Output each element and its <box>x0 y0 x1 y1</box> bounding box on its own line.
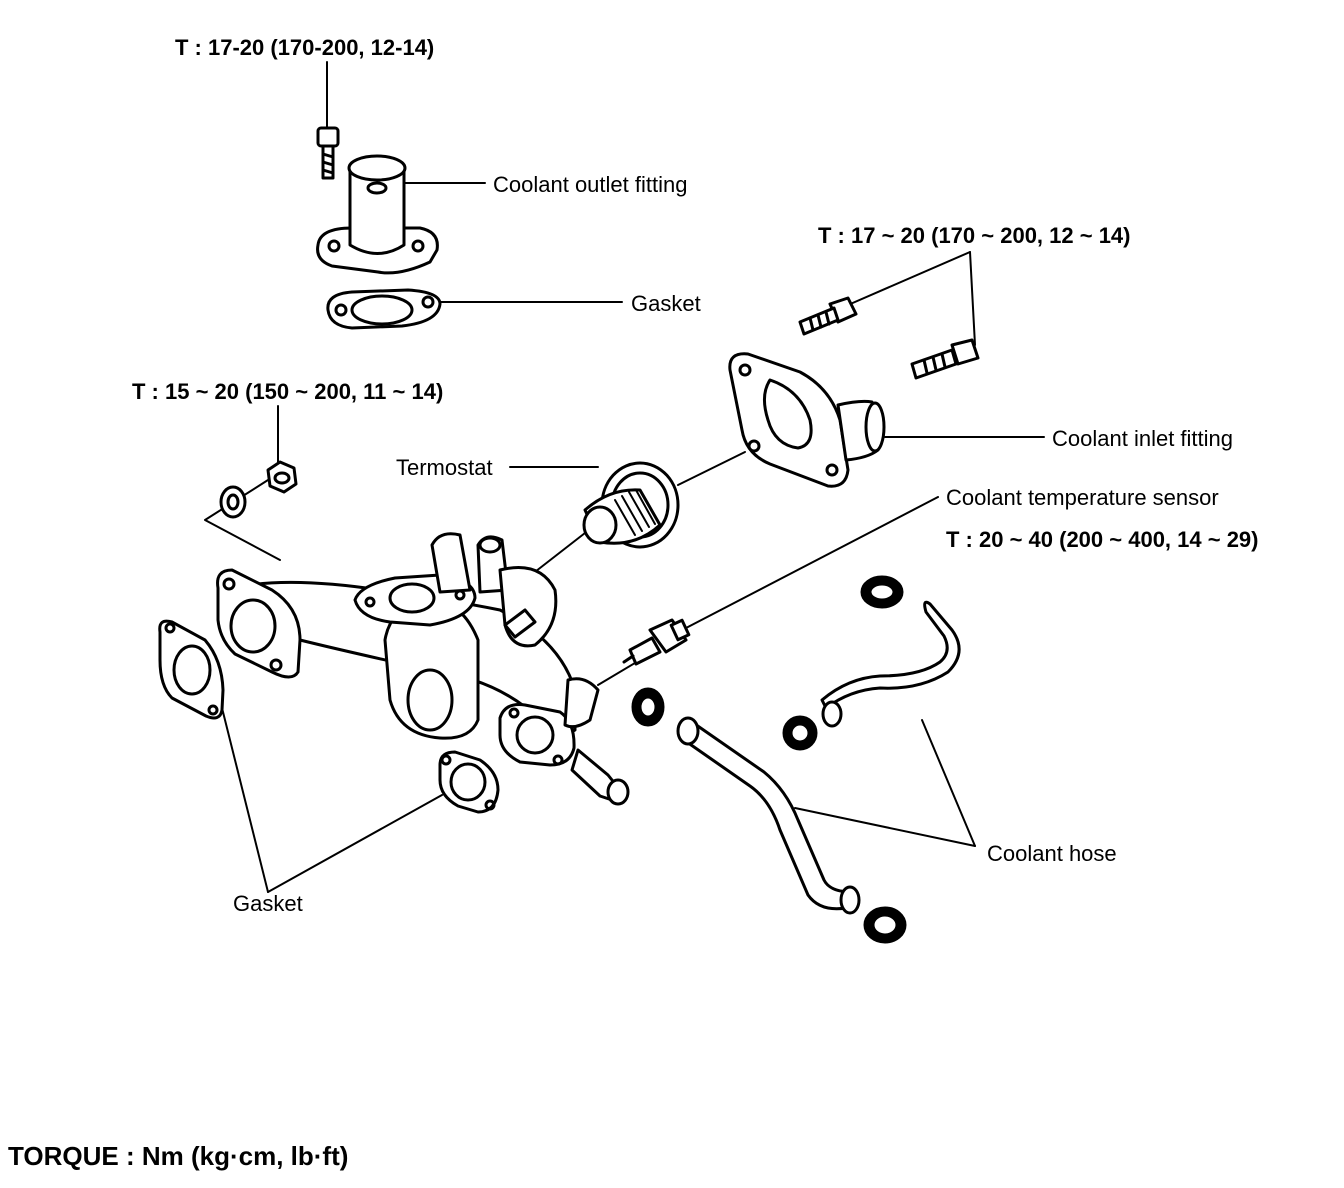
coolant-hose-upper <box>820 600 961 728</box>
thermostat <box>582 461 680 549</box>
coolant-hose-lower <box>676 716 861 915</box>
label-thermostat: Termostat <box>396 455 493 480</box>
torque-label-nut: T : 15 ~ 20 (150 ~ 200, 11 ~ 14) <box>132 379 443 404</box>
torque-label-inlet-bolts: T : 17 ~ 20 (170 ~ 200, 12 ~ 14) <box>818 223 1131 248</box>
label-coolant-inlet-fitting: Coolant inlet fitting <box>1052 426 1233 451</box>
coolant-outlet-fitting <box>316 154 439 275</box>
coolant-inlet-fitting <box>728 352 886 488</box>
coolant-manifold-housing <box>216 532 630 806</box>
torque-label-sensor: T : 20 ~ 40 (200 ~ 400, 14 ~ 29) <box>946 527 1259 552</box>
hose-clamp-bottom <box>863 906 907 944</box>
inlet-fitting-bolt-upper <box>798 296 858 336</box>
gasket-center <box>438 750 500 814</box>
hose-clamp-left <box>631 687 665 727</box>
hose-clamp-middle <box>782 715 818 751</box>
inlet-fitting-bolt-lower <box>910 338 980 380</box>
outlet-fitting-bolt <box>316 126 340 180</box>
washer <box>219 485 247 519</box>
gasket-outlet <box>326 288 442 330</box>
label-gasket-bottom: Gasket <box>233 891 303 916</box>
label-gasket-top: Gasket <box>631 291 701 316</box>
hose-clamp-top <box>860 575 904 609</box>
torque-label-outlet-bolt: T : 17-20 (170-200, 12-14) <box>175 35 434 60</box>
nut <box>266 460 298 494</box>
gasket-left <box>158 619 225 720</box>
label-coolant-hose: Coolant hose <box>987 841 1117 866</box>
torque-units-legend: TORQUE : Nm (kg·cm, lb·ft) <box>8 1141 348 1171</box>
coolant-temperature-sensor <box>622 618 691 666</box>
label-coolant-temperature-sensor: Coolant temperature sensor <box>946 485 1219 510</box>
label-coolant-outlet-fitting: Coolant outlet fitting <box>493 172 687 197</box>
